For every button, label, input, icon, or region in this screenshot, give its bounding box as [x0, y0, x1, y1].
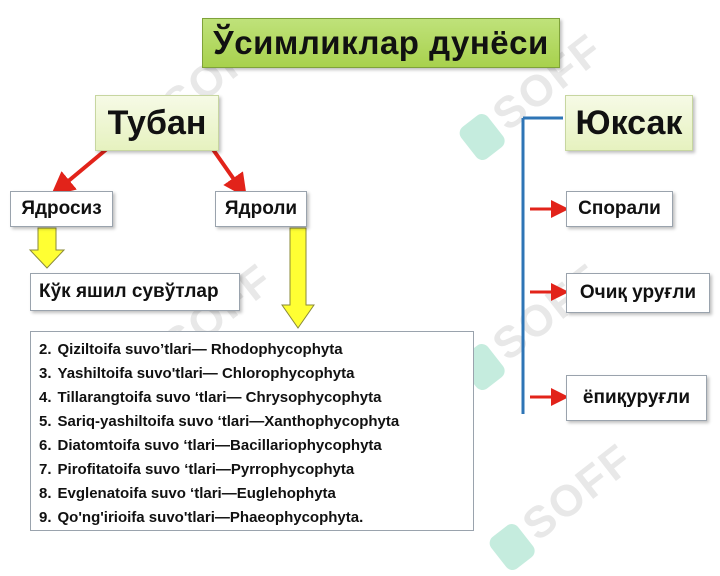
node-ochiq-urugli: Очиқ уруғли [566, 273, 710, 313]
arrow-yadrosiz-kuk [28, 227, 66, 269]
list-item: 5.Sariq-yashiltoifa suvo ‘tlari—Xanthoph… [39, 413, 400, 430]
node-yadrosiz: Ядросиз [10, 191, 113, 227]
algae-list-box: 2.Qiziltoifa suvo’tlari— Rhodophycophyta… [30, 331, 474, 531]
list-item: 8.Evglenatoifa suvo ‘tlari—Euglehophyta [39, 485, 336, 502]
arrow-tuban-yadrosiz [50, 146, 110, 196]
diagram-title: Ўсимликлар дунёси [202, 18, 560, 68]
node-yadroli: Ядроли [215, 191, 307, 227]
arrow-tuban-yadroli [210, 146, 247, 198]
list-item: 4.Tillarangtoifa suvo ‘tlari— Chrysophyc… [39, 389, 382, 406]
node-sporali: Спорали [566, 191, 673, 227]
arrow-yadroli-list [281, 227, 315, 329]
node-yopiq-urugli: ёпиқуруғли [566, 375, 707, 421]
list-item: 7.Pirofitatoifa suvo ‘tlari—Pyrrophycoph… [39, 461, 355, 478]
node-yuksak: Юксак [565, 95, 693, 151]
connectors [28, 116, 569, 414]
algae-list: 2.Qiziltoifa suvo’tlari— Rhodophycophyta… [39, 338, 465, 530]
node-kuk-yashil: Кўк яшил сувўтлар [30, 273, 240, 311]
list-item: 6.Diatomtoifa suvo ‘tlari—Bacillariophyc… [39, 437, 382, 454]
list-item: 2.Qiziltoifa suvo’tlari— Rhodophycophyta [39, 341, 343, 358]
list-item: 9.Qo'ng'irioifa suvo'tlari—Phaeophycophy… [39, 509, 364, 526]
list-item: 3.Yashiltoifa suvo'tlari— Chlorophycophy… [39, 365, 355, 382]
node-tuban: Тубан [95, 95, 219, 151]
